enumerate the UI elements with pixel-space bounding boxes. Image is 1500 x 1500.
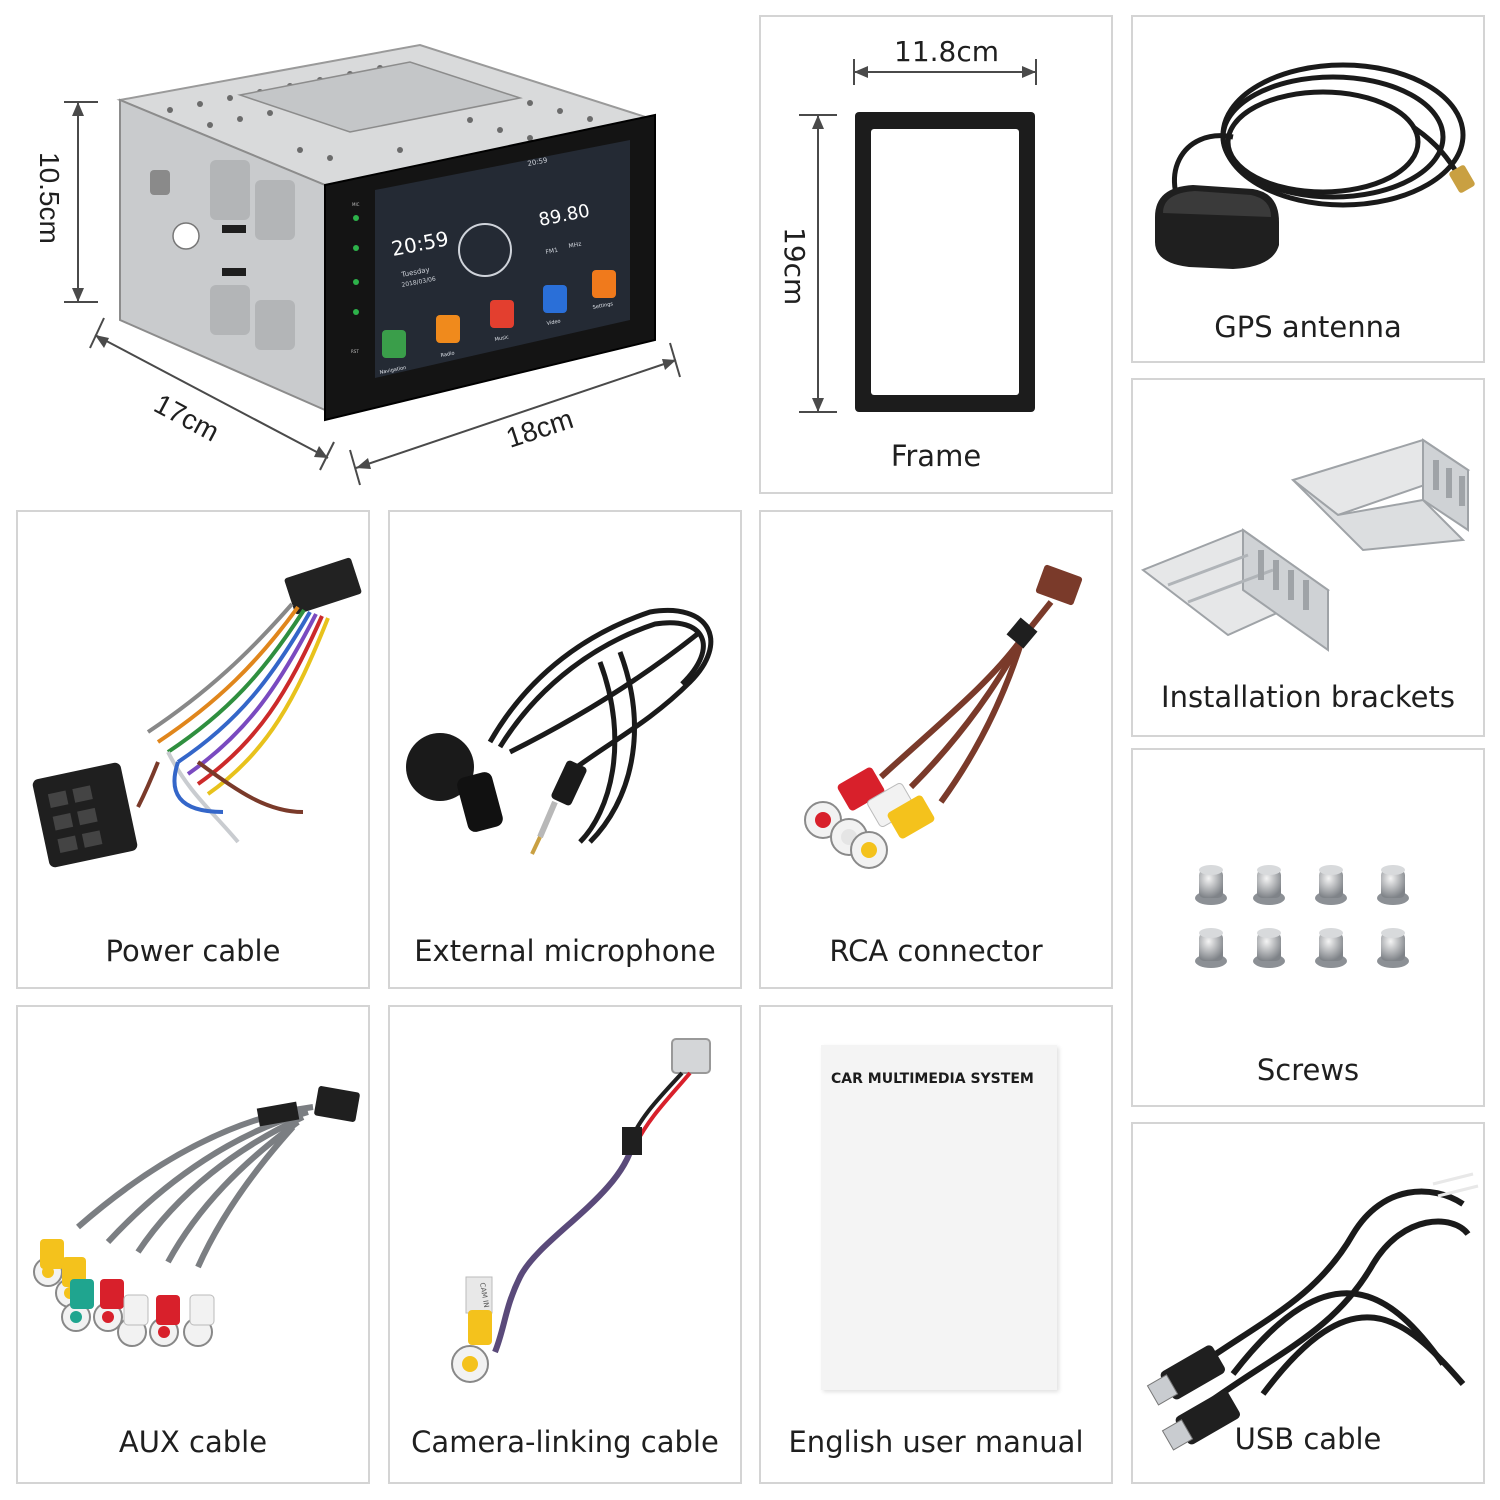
screws-panel: Screws <box>1131 748 1485 1107</box>
dim-width: 18cm <box>502 403 577 454</box>
app-label-navigation: Navigation <box>379 365 407 376</box>
manual-label: English user manual <box>788 1425 1084 1459</box>
power-illustration <box>32 557 362 868</box>
dim-height: 10.5cm <box>34 152 65 244</box>
head-unit-section: 20:59 20:59 Tuesday 2018/03/06 89.80 FM1… <box>0 0 740 500</box>
gps-illustration <box>1155 62 1475 269</box>
rca-illustration <box>804 564 1083 869</box>
brackets-label: Installation brackets <box>1161 680 1455 714</box>
mic-panel: External microphone <box>388 510 742 989</box>
status-time: 20:59 <box>527 156 548 168</box>
manual-panel: CAR MULTIMEDIA SYSTEM English user manua… <box>759 1005 1113 1484</box>
mic-label: External microphone <box>414 934 716 968</box>
frame-label: Frame <box>890 439 982 473</box>
app-label-radio: Radio <box>440 350 455 359</box>
usb-label: USB cable <box>1234 1422 1382 1456</box>
aux-panel: AUX cable <box>16 1005 370 1484</box>
usb-illustration <box>1146 1172 1479 1451</box>
app-label-settings: Settings <box>592 301 614 311</box>
frame-panel: 11.8cm 19cm Frame <box>759 15 1113 494</box>
app-label-music: Music <box>494 334 509 343</box>
camera-label: Camera-linking cable <box>411 1425 719 1459</box>
usb-panel: USB cable <box>1131 1122 1485 1484</box>
frame-illustration <box>799 59 1037 413</box>
brackets-panel: Installation brackets <box>1131 378 1485 737</box>
power-panel: Power cable <box>16 510 370 989</box>
head-unit-illustration: 20:59 20:59 Tuesday 2018/03/06 89.80 FM1… <box>34 43 681 486</box>
power-label: Power cable <box>105 934 281 968</box>
frame-width-dim: 11.8cm <box>894 35 1000 68</box>
gps-panel: GPS antenna <box>1131 15 1485 363</box>
rca-panel: RCA connector <box>759 510 1113 989</box>
radio-unit: MHz <box>568 241 582 250</box>
side-label-rst: RST <box>351 349 359 354</box>
gps-label: GPS antenna <box>1214 310 1402 344</box>
aux-illustration <box>33 1086 360 1347</box>
app-label-video: Video <box>546 318 561 327</box>
camera-illustration: CAM IN <box>451 1038 711 1383</box>
radio-band: FM1 <box>545 247 559 256</box>
rca-label: RCA connector <box>829 934 1043 968</box>
mic-illustration <box>406 608 714 855</box>
manual-booklet: CAR MULTIMEDIA SYSTEM <box>821 1045 1057 1390</box>
screws-label: Screws <box>1256 1053 1360 1087</box>
camera-panel: CAM IN Camera-linking cable <box>388 1005 742 1484</box>
aux-label: AUX cable <box>118 1425 268 1459</box>
manual-cover-title: CAR MULTIMEDIA SYSTEM <box>831 1071 1034 1087</box>
frame-height-dim: 19cm <box>778 227 811 306</box>
screws-illustration <box>1195 865 1409 968</box>
brackets-illustration <box>1140 438 1471 652</box>
side-label-mic: MIC <box>352 202 360 207</box>
